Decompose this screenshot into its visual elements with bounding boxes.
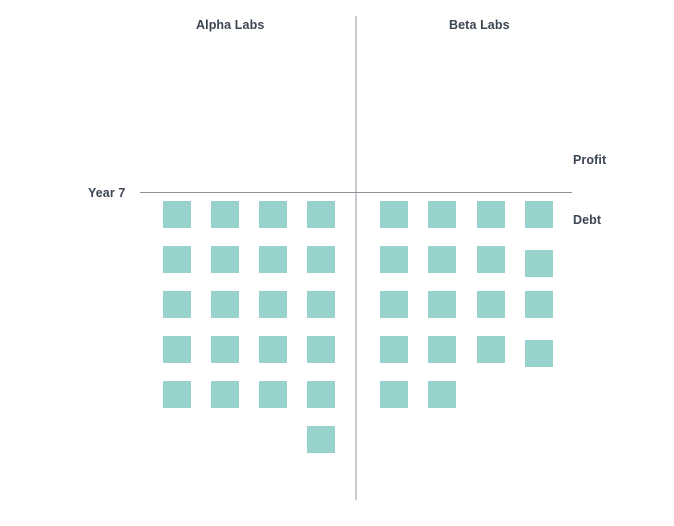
unit-square: [477, 336, 505, 363]
group-label-right: Beta Labs: [449, 18, 510, 32]
unit-square: [380, 291, 408, 318]
unit-square: [307, 246, 335, 273]
unit-square: [211, 291, 239, 318]
unit-square: [428, 246, 456, 273]
baseline-label: Year 7: [88, 186, 126, 200]
unit-square: [211, 336, 239, 363]
unit-square: [211, 201, 239, 228]
unit-square: [307, 291, 335, 318]
unit-square: [163, 291, 191, 318]
unit-square: [259, 201, 287, 228]
unit-square: [525, 340, 553, 367]
unit-square: [380, 246, 408, 273]
unit-square: [307, 336, 335, 363]
baseline-axis: [140, 192, 572, 193]
unit-square: [211, 246, 239, 273]
axis-label-debt: Debt: [573, 213, 602, 227]
unit-square: [163, 201, 191, 228]
unit-square: [211, 381, 239, 408]
unit-square: [259, 336, 287, 363]
unit-square: [259, 246, 287, 273]
unit-square: [477, 201, 505, 228]
vertical-divider-axis: [355, 16, 357, 500]
unit-square: [428, 291, 456, 318]
unit-square: [477, 291, 505, 318]
unit-square: [380, 336, 408, 363]
group-label-left: Alpha Labs: [196, 18, 265, 32]
unit-square: [525, 201, 553, 228]
unit-square: [259, 291, 287, 318]
unit-square: [428, 201, 456, 228]
unit-square: [163, 336, 191, 363]
unit-square: [259, 381, 287, 408]
unit-square: [163, 246, 191, 273]
unit-square: [307, 381, 335, 408]
unit-square: [477, 246, 505, 273]
unit-square: [428, 381, 456, 408]
unit-square: [428, 336, 456, 363]
unit-square: [307, 201, 335, 228]
axis-label-profit: Profit: [573, 153, 607, 167]
unit-square: [163, 381, 191, 408]
unit-square: [525, 250, 553, 277]
unit-square: [380, 381, 408, 408]
unit-square: [380, 201, 408, 228]
unit-square: [525, 291, 553, 318]
unit-square: [307, 426, 335, 453]
